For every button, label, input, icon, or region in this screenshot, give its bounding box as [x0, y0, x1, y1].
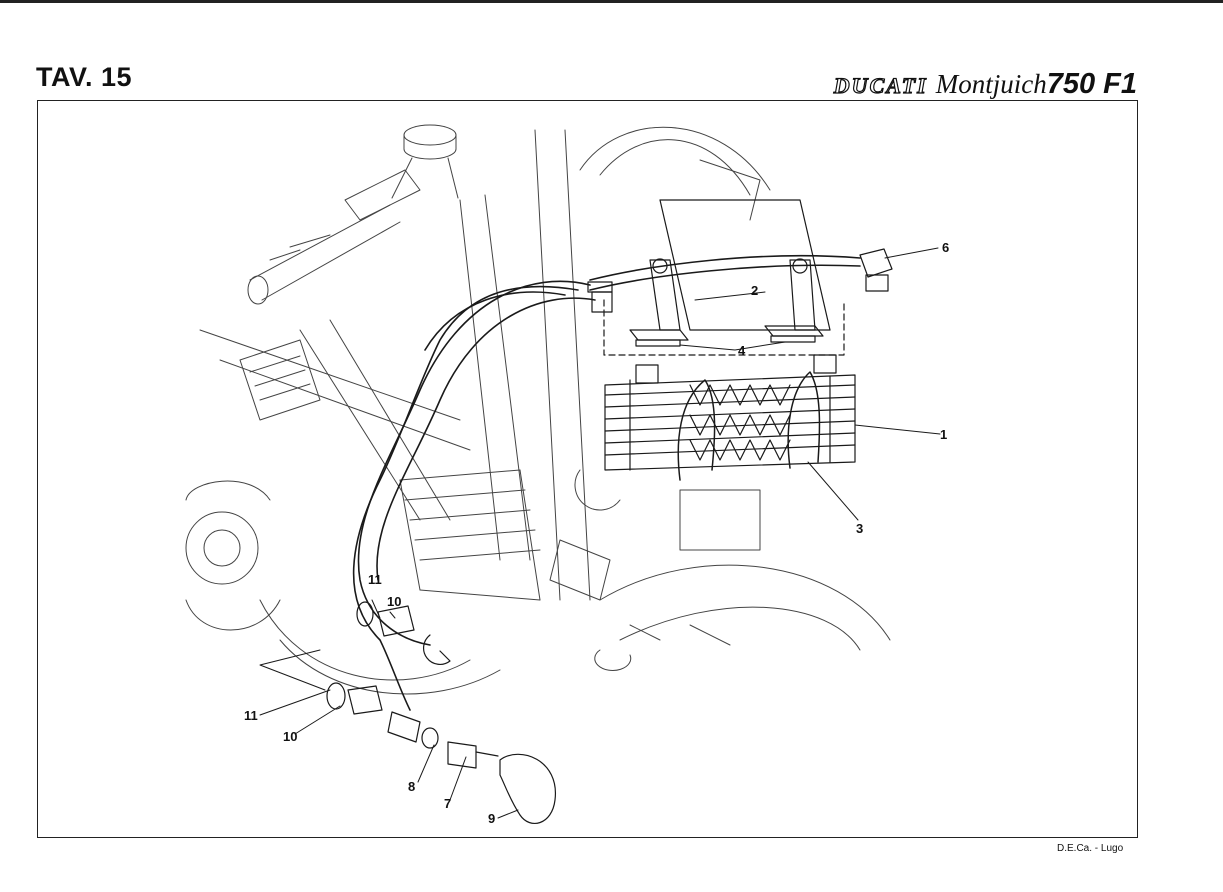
footer-credit: D.E.Ca. - Lugo	[1057, 843, 1124, 854]
callout-1: 1	[940, 427, 947, 442]
model-code: 750 F1	[1046, 68, 1137, 100]
union-fitting-lower	[326, 682, 421, 743]
engine-background-sketch	[185, 124, 891, 695]
plate-label: TAV.	[36, 62, 94, 92]
hose-fitting-right	[859, 248, 893, 292]
callout-7: 7	[444, 796, 451, 811]
brand-title: DUCATI Montjuich750 F1	[833, 68, 1137, 101]
cooler-clamps	[677, 371, 821, 481]
leader-lines	[259, 247, 941, 819]
top-border-line	[0, 0, 1223, 3]
callout-8: 8	[408, 779, 415, 794]
pressure-switch-assembly	[421, 727, 556, 824]
callout-11-upper: 11	[368, 572, 382, 587]
callout-10-upper: 10	[387, 594, 401, 609]
hose-fitting-left	[587, 281, 613, 313]
model-name: Montjuich750 F1	[936, 68, 1137, 101]
callout-9: 9	[488, 811, 495, 826]
union-fitting-upper	[356, 601, 451, 665]
oil-cooler	[604, 354, 856, 471]
plate-number: TAV.15	[36, 62, 132, 93]
oil-hoses	[352, 254, 861, 711]
brand-logo: DUCATI	[833, 72, 928, 98]
callout-11-lower: 11	[244, 708, 258, 723]
rubber-mounts	[603, 299, 845, 356]
callout-4: 4	[738, 343, 746, 358]
callout-2: 2	[751, 283, 758, 298]
model-label: Montjuich	[935, 69, 1047, 99]
callout-labels: 1 2 3 4 6 7 8 9 10 10 11 11	[244, 240, 949, 826]
callout-10-lower: 10	[283, 729, 297, 744]
callout-3: 3	[856, 521, 863, 536]
plate-number-value: 15	[101, 62, 133, 92]
drawing-frame	[37, 100, 1138, 838]
callout-6: 6	[942, 240, 949, 255]
